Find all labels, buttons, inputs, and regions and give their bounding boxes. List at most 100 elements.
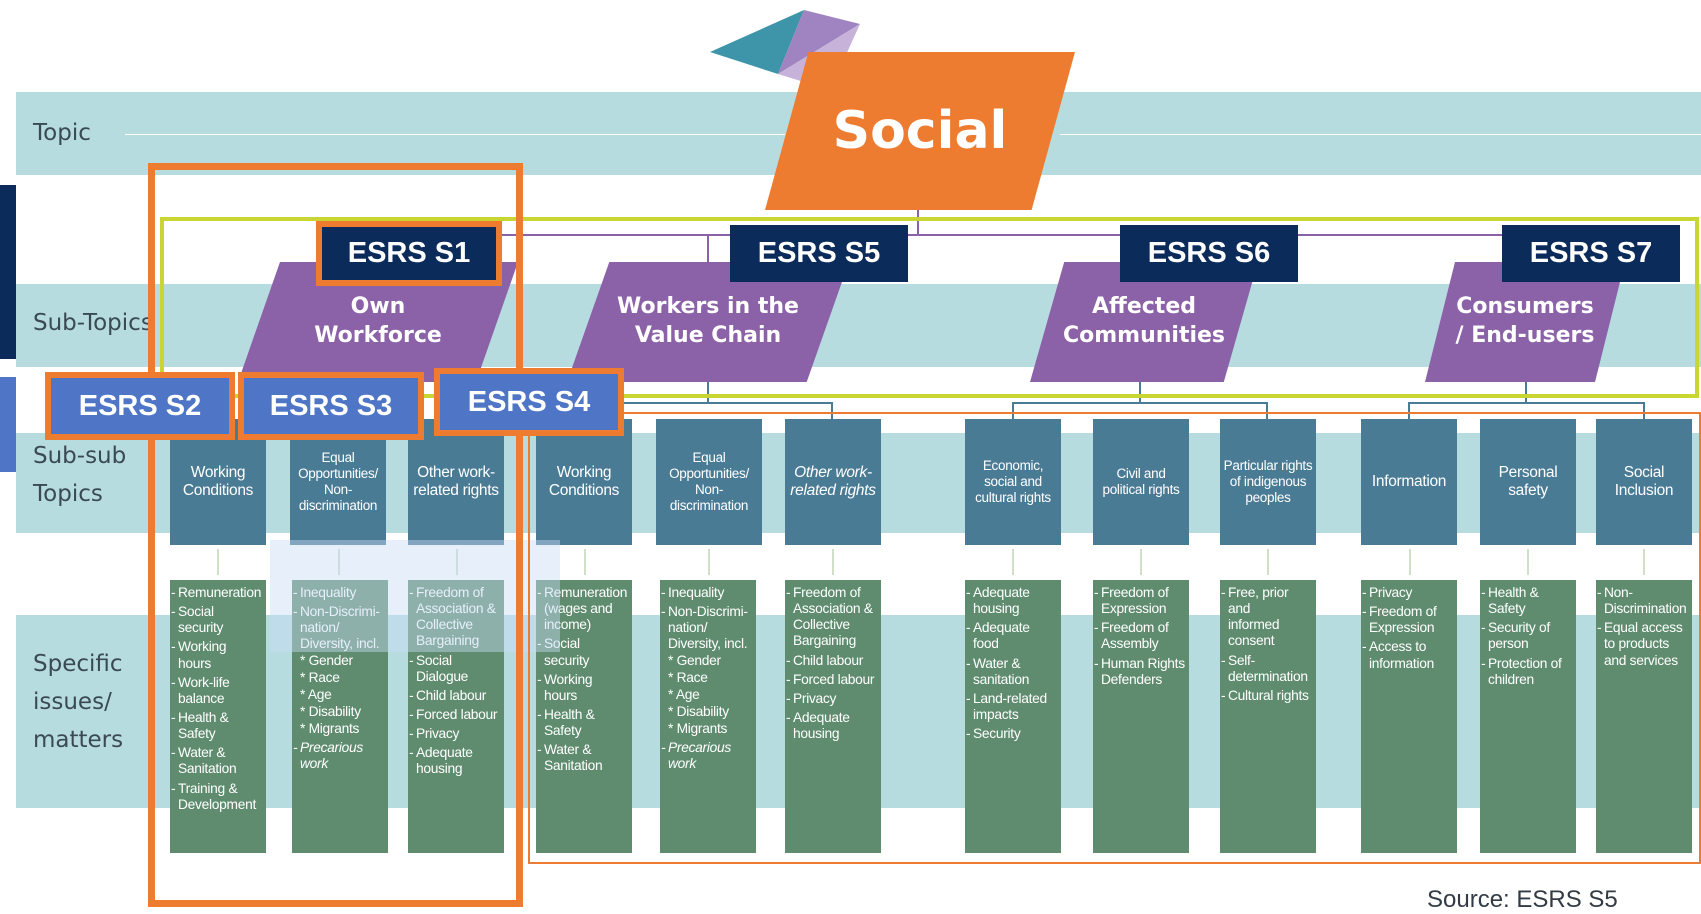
specific-issues-column: Remuneration Social security Working hou… [170,580,266,853]
row-label-specific-line3: matters [33,726,124,753]
issue-item: * Disability [300,703,361,719]
issue-item: Freedom of Expression [1362,604,1453,636]
subtopic-consumers: Consumers / End-users [1425,262,1625,382]
stem [1643,549,1645,575]
row-label-subsub-line2: Topics [33,480,103,507]
stem [832,549,834,575]
subtopic-label: Own Workforce [314,294,442,348]
subsub-topic: Working Conditions [170,419,266,545]
issue-item: * Age [300,686,332,702]
stem [1012,549,1014,575]
issue-item: Forced labour [409,707,500,723]
specific-issues-column: Freedom of Expression Freedom of Assembl… [1093,580,1189,853]
issue-item: Adequate housing [966,585,1057,617]
connector [707,234,709,262]
row-label-subsub: Sub-sub Topics [33,438,126,514]
issue-item: Freedom of Association & Collective Barg… [409,585,500,650]
stem [1267,549,1269,575]
issue-item: Privacy [409,726,500,742]
own-workforce-frame [148,163,523,907]
issue-item: Remuneration [171,585,262,601]
row-label-specific-line2: issues/ [33,688,112,715]
topic-line [125,134,785,135]
subsub-topic: Economic, social and cultural rights [965,419,1061,545]
issue-item: Precarious work [293,740,384,772]
specific-issues-column: Remuneration (wages and income) Social s… [536,580,632,853]
subsub-topic: Social Inclusion [1596,419,1692,545]
stem [584,549,586,575]
stem [1527,549,1529,575]
issue-item: Freedom of Expression [1094,585,1185,617]
stem [1140,549,1142,575]
issue-item: Cultural rights [1221,688,1312,704]
issue-item: Training & Development [171,781,262,813]
highlight-overlay [270,540,560,652]
connector [1012,402,1268,404]
esrs-s1-label: ESRS S1 [316,221,502,286]
issue-item: Water & Sanitation [537,742,628,774]
issue-item: Adequate food [966,620,1057,652]
topic-social: Social [765,52,1075,210]
issue-item: Water & Sanitation [171,745,262,777]
connector [1643,402,1645,419]
connector [1012,402,1014,419]
stem [338,549,340,575]
issue-item: Non- Discrimination [1597,585,1688,617]
issue-item: Land-related impacts [966,691,1057,723]
stem [456,549,458,575]
subsub-topic: Civil and political rights [1093,419,1189,545]
issue-item: * Race [668,669,708,685]
left-edge-tab [0,377,16,472]
subsub-topic: Particular rights of indigenous peoples [1220,419,1316,545]
issue-item: Social security [537,636,628,668]
specific-issues-column: Adequate housing Adequate food Water & s… [965,580,1061,853]
subtopic-label: Workers in the Value Chain [617,294,799,348]
source-note: Source: ESRS S5 [1427,886,1618,913]
row-label-topic: Topic [33,120,91,146]
issue-item: * Gender [668,652,721,668]
issue-item: Freedom of Assembly [1094,620,1185,652]
specific-issues-column: Health & Safety Security of person Prote… [1480,580,1576,853]
stem [1409,549,1411,575]
issue-item: Adequate housing [786,710,877,742]
connector [1525,382,1527,402]
topic-line [1060,134,1701,135]
subtopic-label: Consumers / End-users [1455,294,1595,348]
issue-item: * Race [300,669,340,685]
issue-item: Working hours [537,672,628,704]
subsub-topic: Equal Opportunities/ Non- discrimination [290,419,386,545]
issue-item: Water & sanitation [966,656,1057,688]
specific-issues-column: Privacy Freedom of Expression Access to … [1361,580,1457,853]
specific-issues-column: Non- Discrimination Equal access to prod… [1596,580,1692,853]
esrs-s2-label: ESRS S2 [45,372,235,440]
subtopic-label: Affected Communities [1062,294,1226,348]
right-orange-frame [528,412,1701,864]
connector [1139,382,1141,402]
specific-issues-column: Free, prior and informed consent Self- d… [1220,580,1316,853]
row-label-subtopics: Sub-Topics [33,310,153,336]
issue-item: Health & Safety [1481,585,1572,617]
row-label-specific: Specific issues/ matters [33,646,123,760]
issue-item: Forced labour [786,672,877,688]
issue-item: Inequality [661,585,752,601]
connector [831,402,833,419]
issue-item: * Age [668,686,700,702]
issue-item: Work-life balance [171,675,262,707]
row-label-subsub-line1: Sub-sub [33,443,127,469]
issue-item: * Migrants [668,721,728,737]
esrs-s7-label: ESRS S7 [1502,225,1680,282]
stem [708,549,710,575]
subsub-topic: Information [1361,419,1457,545]
esrs-s4-label: ESRS S4 [434,368,624,436]
subsub-topic: Other work- related rights [785,419,881,545]
issue-item: Security [966,726,1057,742]
topic-social-label: Social [832,101,1008,161]
subsub-topic: Personal safety [1480,419,1576,545]
stem [217,549,219,575]
esrs-s3-label: ESRS S3 [238,372,424,440]
issue-item: Privacy [1362,585,1453,601]
issue-item: Human Rights Defenders [1094,656,1185,688]
row-label-specific-line1: Specific [33,651,123,677]
issue-item: Free, prior and informed consent [1221,585,1312,650]
value-chain-frame [160,217,1699,398]
